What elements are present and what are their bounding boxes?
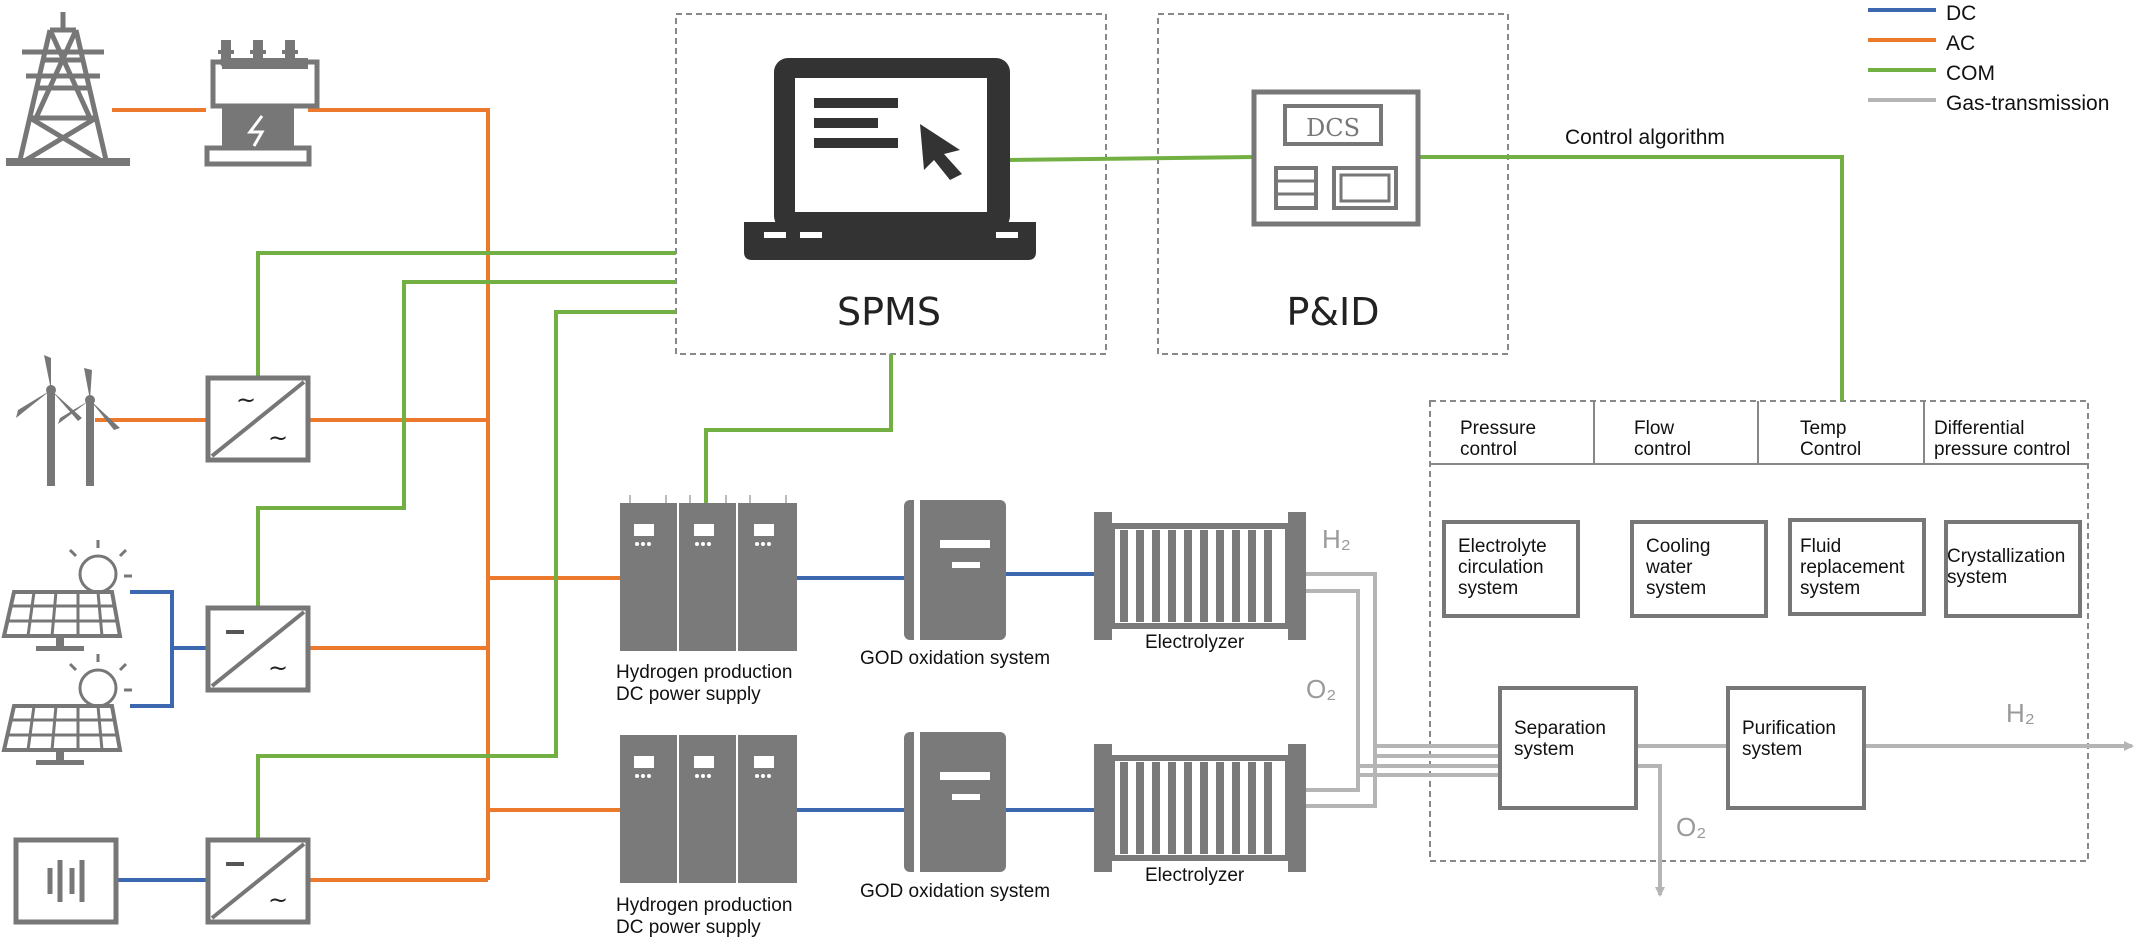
power-supply-label-line2: DC power supply [616,684,761,705]
temp-control-line1: Temp [1800,418,1846,439]
separation-line1: Separation [1514,718,1606,739]
ac-lines [95,108,620,882]
fluid-line2: replacement [1800,557,1905,578]
h2-output-label: H₂ [2006,698,2035,728]
dcs-panel-icon [1251,89,1421,227]
svg-text:~: ~ [268,424,288,452]
legend-gas: Gas-transmission [1946,92,2109,115]
control-strip [1430,401,2088,465]
dc-ac-converter-icon: ~ [205,605,311,693]
electrolyte-line1: Electrolyte [1458,536,1547,557]
power-supply-cabinet-icon [620,735,797,883]
pid-box [1157,13,1509,355]
crystallization-line2: system [1947,567,2007,588]
laptop-icon [744,58,1036,260]
wind-turbine-icon [16,355,120,486]
subsystem-boxes [1442,518,2082,618]
transformer-icon [204,40,320,167]
flow-control-line1: Flow [1634,418,1674,439]
pressure-control-line2: control [1460,439,1517,460]
electrolyzer-label: Electrolyzer [1145,865,1245,886]
purification-line1: Purification [1742,718,1836,739]
control-algorithm-label: Control algorithm [1565,126,1725,149]
o2-label: O₂ [1306,674,1336,704]
purification-box [1726,686,1866,810]
pressure-control-line1: Pressure [1460,418,1536,439]
legend-ac: AC [1946,32,1975,55]
electrolyte-line3: system [1458,578,1518,599]
power-supply-label-line2: DC power supply [616,917,761,938]
dc-lines [118,572,1094,882]
solar-panel-icon [1,654,132,765]
spms-label: SPMS [837,290,941,334]
ac-dc-converter-icon: ~ ~ [205,375,311,463]
purification-line2: system [1742,739,1802,760]
separation-box [1498,686,1638,810]
flow-control-line2: control [1634,439,1691,460]
fluid-line3: system [1800,578,1860,599]
differential-control-line2: pressure control [1934,439,2070,460]
gas-lines [1306,572,2134,897]
electrolyzer-label: Electrolyzer [1145,632,1245,653]
dcs-label: DCS [1306,114,1360,142]
legend-com: COM [1946,62,1995,85]
transmission-tower-icon [6,12,130,166]
power-supply-label-line1: Hydrogen production [616,662,792,683]
god-oxidation-icon [904,732,1006,872]
pid-label: P&ID [1286,290,1379,334]
power-supply-cabinet-icon [620,495,797,651]
battery-storage-icon [13,837,119,925]
svg-text:~: ~ [268,886,288,914]
god-oxidation-icon [904,500,1006,640]
crystallization-line1: Crystallization [1947,546,2065,567]
svg-text:~: ~ [236,386,256,414]
separation-line2: system [1514,739,1574,760]
dc-ac-converter-icon: ~ [205,837,311,925]
legend: DC AC COM Gas-transmission [1868,2,2109,115]
electrolyte-line2: circulation [1458,557,1544,578]
cooling-line3: system [1646,578,1706,599]
cooling-line1: Cooling [1646,536,1710,557]
electrolyzer-icon [1094,744,1306,872]
fluid-line1: Fluid [1800,536,1841,557]
differential-control-line1: Differential [1934,418,2024,439]
power-supply-label-line1: Hydrogen production [616,895,792,916]
legend-dc: DC [1946,2,1976,25]
o2-output-label: O₂ [1676,812,1706,842]
god-label: GOD oxidation system [860,881,1050,902]
god-label: GOD oxidation system [860,648,1050,669]
process-control-box [1429,400,2089,862]
temp-control-line2: Control [1800,439,1861,460]
h2-label: H₂ [1322,524,1351,554]
com-lines [256,155,1844,840]
svg-text:~: ~ [268,654,288,682]
solar-panel-icon [1,540,132,651]
cooling-line2: water [1645,557,1693,578]
electrolyzer-icon [1094,512,1306,640]
